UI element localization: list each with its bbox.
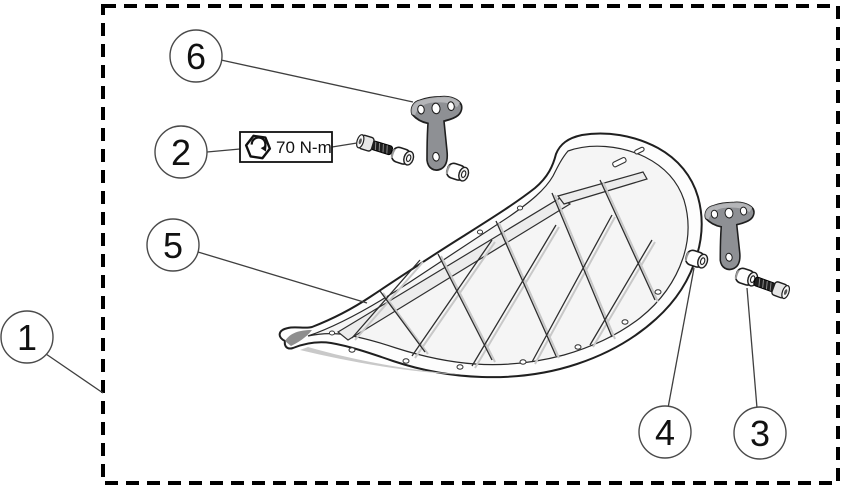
- callout-2-number: 2: [171, 132, 191, 173]
- diagram-dashed-border: [101, 4, 840, 485]
- callout-6-number: 6: [186, 36, 206, 77]
- torque-spec-box: 70 N-m: [239, 131, 333, 163]
- front-mounting-bracket: [410, 95, 463, 172]
- skid-plate-spine-rib: [336, 197, 572, 341]
- spacer-front-outer: [444, 160, 472, 184]
- skid-plate-part: [278, 132, 703, 379]
- leader-line-3: [746, 287, 758, 409]
- leader-line-6: [220, 59, 414, 103]
- callout-3-number: 3: [750, 413, 770, 454]
- skid-plate-ribs: [351, 179, 656, 367]
- hex-bolt-clockwise-torque-arrow-icon: [244, 134, 272, 160]
- callout-2: 2: [154, 125, 208, 179]
- spacer-front-inner: [389, 144, 417, 168]
- skid-plate-inner-rim: [307, 145, 689, 366]
- leader-line-1: [45, 353, 104, 394]
- leader-line-4: [667, 267, 695, 409]
- skid-plate-spine-rib-2: [556, 171, 648, 205]
- torque-value: 70 N-m: [276, 138, 332, 157]
- skid-plate-tabs: [612, 146, 645, 168]
- callout-4: 4: [638, 405, 692, 459]
- callout-1-number: 1: [17, 317, 37, 358]
- leader-line-2b: [331, 142, 358, 148]
- callouts: 6 2 5 1 4 3: [0, 29, 787, 460]
- callout-3: 3: [733, 406, 787, 460]
- rear-mounting-bracket: [704, 201, 755, 271]
- callout-6: 6: [169, 29, 223, 83]
- callout-4-number: 4: [655, 412, 675, 453]
- leader-line-5: [197, 251, 368, 304]
- skid-plate-rib-shadows: [354, 181, 659, 369]
- callout-1: 1: [0, 310, 54, 364]
- bolt-front: [354, 132, 395, 159]
- skid-plate-tip-shading: [285, 330, 312, 346]
- callout-5-number: 5: [163, 225, 183, 266]
- skid-plate-hull-shading: [300, 347, 470, 375]
- skid-plate-holes: [328, 205, 662, 370]
- callout-5: 5: [146, 218, 200, 272]
- bolt-rear: [751, 273, 792, 301]
- leader-lines: [45, 59, 758, 409]
- leader-line-2a: [206, 148, 241, 153]
